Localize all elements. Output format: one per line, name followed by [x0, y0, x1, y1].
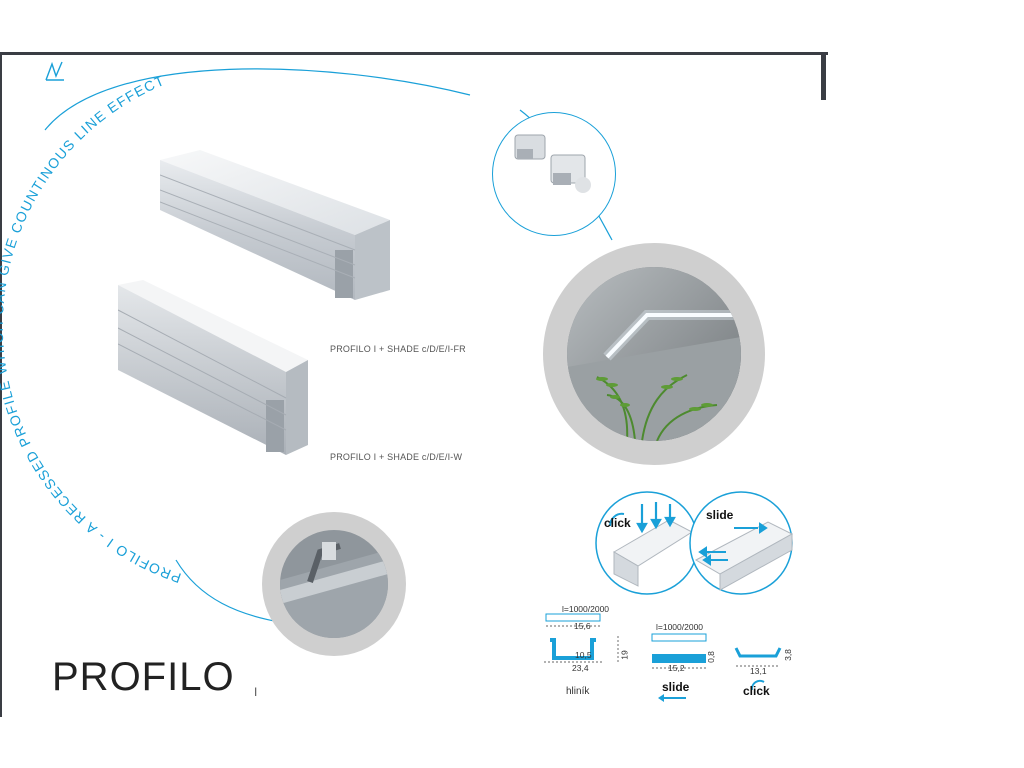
- dim-clip-width: 13,1: [750, 666, 767, 676]
- profile-image-w: [118, 280, 308, 455]
- brand-logo-icon: [45, 61, 64, 81]
- profile-image-fr: [160, 150, 390, 300]
- page-edge: [821, 52, 826, 100]
- dim-flat-thickness: 0,8: [705, 651, 716, 663]
- click-diagram: [595, 491, 699, 595]
- dim-outer-top: 15,6: [574, 621, 591, 631]
- end-caps-image: [514, 134, 591, 193]
- cross-section-diagrams: [544, 613, 782, 702]
- mounting-photo: [280, 530, 388, 638]
- mounting-photo-ring: [262, 512, 406, 656]
- product-title: PROFILO: [52, 655, 235, 699]
- dim-flat-width: 15,2: [668, 663, 685, 673]
- dim-inner: 10,5: [575, 650, 592, 660]
- caption-fr: PROFILO I + SHADE c/D/E/I-FR: [330, 344, 466, 354]
- end-caps-circle: [492, 112, 616, 236]
- installation-photo: [567, 267, 741, 441]
- caption-w: PROFILO I + SHADE c/D/E/I-W: [330, 452, 463, 462]
- dim-clip-height: 3,8: [782, 649, 793, 661]
- slide-label: slide: [662, 680, 690, 694]
- click-label: click: [743, 684, 770, 698]
- click-callout: click: [604, 516, 631, 530]
- dim-height: 19: [619, 650, 630, 660]
- dim-outer-bottom: 23,4: [572, 663, 589, 673]
- slide-diagram: [689, 491, 794, 595]
- installation-photo-image: [567, 267, 741, 441]
- length-label-a: l=1000/2000: [562, 604, 610, 614]
- material-label: hliník: [566, 686, 590, 697]
- installation-photo-ring: [543, 243, 765, 465]
- slide-callout: slide: [706, 508, 734, 522]
- length-label-b: l=1000/2000: [656, 622, 704, 632]
- mounting-photo-image: [280, 542, 388, 638]
- product-title-suffix: I: [254, 685, 258, 699]
